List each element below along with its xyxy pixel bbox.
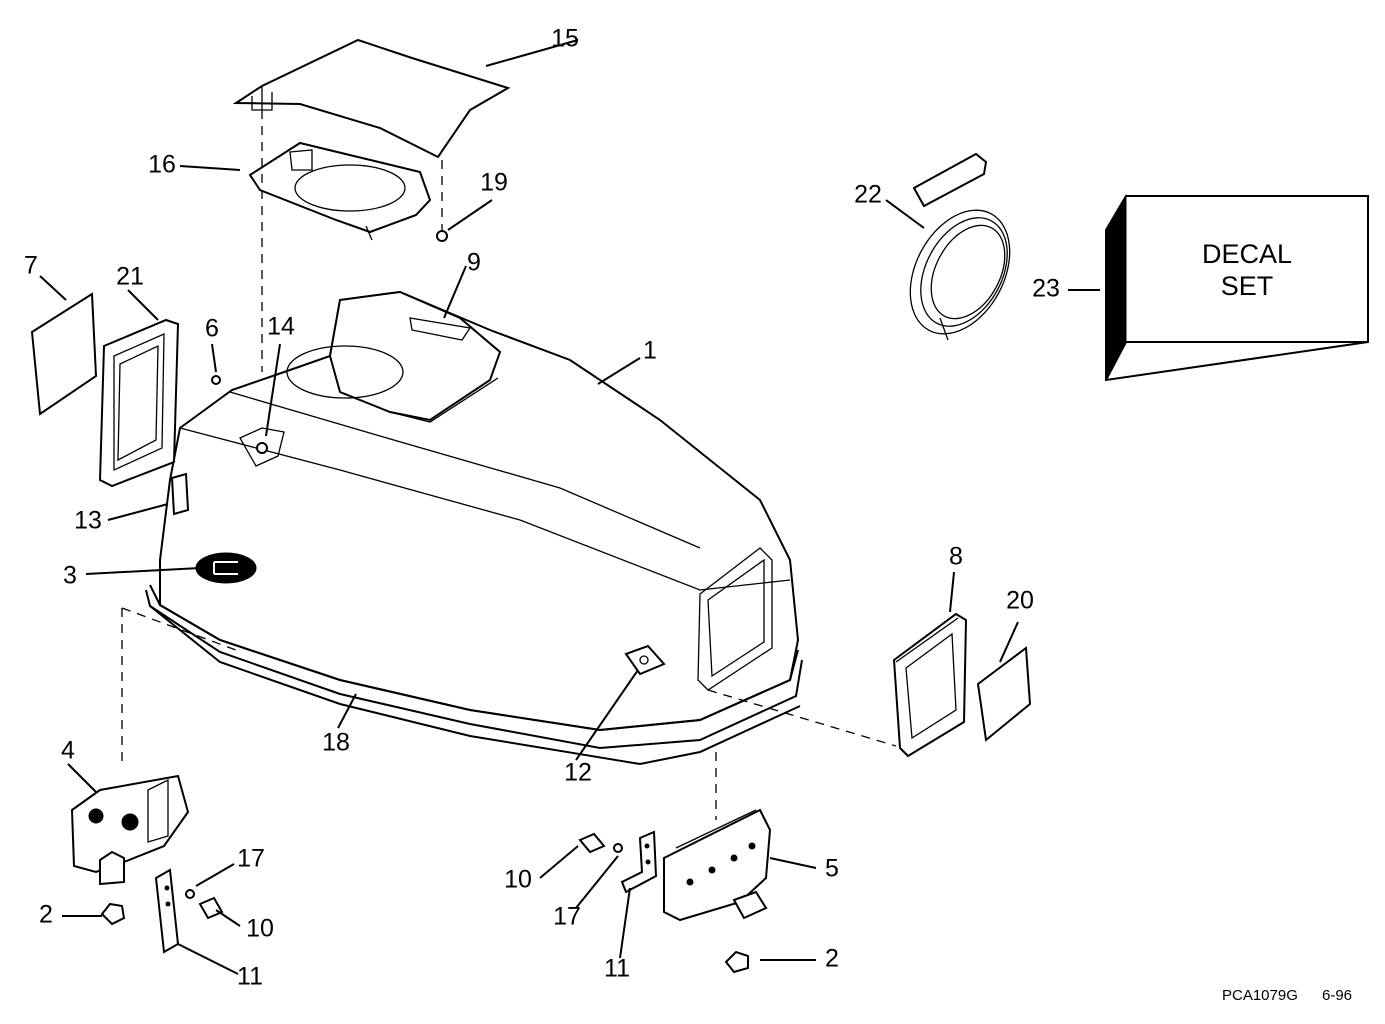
callout-9: 9 (467, 249, 481, 277)
callout-10-right: 10 (504, 866, 532, 894)
callout-10-left: 10 (246, 915, 274, 943)
part-22-cable (909, 152, 1011, 341)
callout-13: 13 (74, 507, 102, 535)
callout-21: 21 (116, 263, 144, 291)
callout-11-left: 11 (237, 963, 263, 991)
part-20-decal (976, 646, 1032, 742)
callout-1: 1 (643, 337, 657, 365)
callout-12: 12 (564, 759, 592, 787)
diagram-date: 6-96 (1322, 987, 1352, 1004)
callout-7: 7 (24, 252, 38, 280)
logo-emblem (195, 552, 257, 584)
callout-4: 4 (61, 737, 75, 765)
part-1-engine-cover (159, 290, 800, 732)
callout-16: 16 (148, 151, 176, 179)
part-4-bracket (70, 774, 190, 886)
part-11-bracket-right (620, 830, 658, 894)
part-5-bracket (663, 808, 772, 922)
callout-20: 20 (1006, 587, 1034, 615)
part-17-washer-left (185, 889, 195, 899)
part-23-decal-set-box: DECAL SET (1105, 194, 1369, 382)
part-11-bracket-left (154, 868, 180, 954)
callout-18: 18 (322, 729, 350, 757)
part-18-seal (145, 584, 803, 766)
part-17-washer-right (613, 843, 623, 853)
callout-14: 14 (267, 313, 295, 341)
part-10-screw-left (198, 896, 224, 920)
callout-22: 22 (854, 181, 882, 209)
diagram-code: PCA1079G (1222, 987, 1298, 1004)
callout-2-right: 2 (825, 945, 839, 973)
part-16-grille-frame (248, 141, 432, 241)
leader-lines (39, 39, 1100, 975)
callout-17-left: 17 (237, 845, 265, 873)
callout-8: 8 (949, 543, 963, 571)
part-7-decal (30, 292, 98, 416)
callout-2-left: 2 (39, 901, 53, 929)
callout-15: 15 (551, 25, 579, 53)
callout-3: 3 (63, 562, 77, 590)
callout-17-right: 17 (553, 903, 581, 931)
callout-6: 6 (205, 315, 219, 343)
callout-19: 19 (480, 169, 508, 197)
decal-set-line2: SET (1221, 271, 1274, 301)
assembly-line (121, 607, 237, 651)
part-10-screw-right (578, 832, 606, 854)
part-6-pin (211, 375, 221, 385)
part-19-screw (436, 228, 448, 242)
part-21-vent-frame (98, 318, 180, 488)
part-2-knob-left (100, 902, 126, 926)
part-15-top-cover (232, 38, 511, 159)
callout-11-right: 11 (604, 955, 630, 983)
decal-set-line1: DECAL (1202, 239, 1292, 269)
callout-23: 23 (1032, 275, 1060, 303)
assembly-line (707, 689, 897, 747)
part-2-knob-right (724, 950, 749, 974)
part-8-vent-frame (892, 612, 968, 758)
callout-5: 5 (825, 855, 839, 883)
